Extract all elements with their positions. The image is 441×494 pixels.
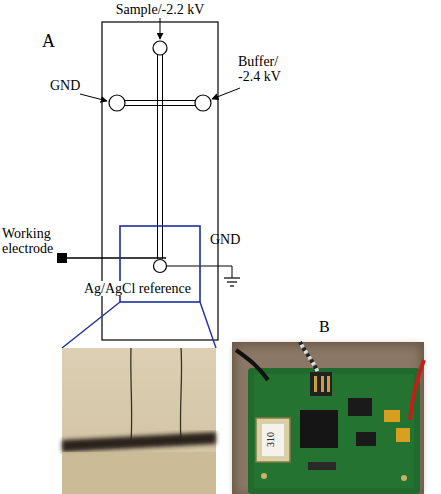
ground-symbol: [227, 281, 237, 282]
reservoir: [153, 41, 167, 55]
electrode-terminal: [57, 253, 67, 263]
voltage-label: Buffer/ -2.4 kV: [238, 54, 296, 85]
voltage-label: Sample/-2.2 kV: [100, 2, 220, 17]
pointer-arrow: [212, 88, 240, 99]
electrode-wire: [67, 257, 166, 258]
ground-symbol: [224, 277, 240, 278]
channel: [125, 105, 195, 106]
channel: [162, 55, 163, 259]
electrode-label: Working electrode: [2, 226, 62, 257]
reservoir: [109, 95, 125, 111]
zoom-line: [200, 302, 216, 348]
ground-label: GND: [210, 232, 240, 247]
zoom-line: [62, 302, 120, 348]
channel: [157, 55, 158, 259]
electrode-label: Ag/AgCl reference: [83, 281, 192, 296]
pointer-arrow: [80, 94, 107, 101]
micrograph: [62, 348, 216, 494]
channel: [125, 100, 195, 101]
ground-label: GND: [50, 78, 80, 93]
panel-letter: A: [42, 32, 55, 52]
reservoir: [195, 95, 211, 111]
ground-symbol: [230, 285, 234, 286]
component-marking: 310: [265, 431, 276, 448]
reservoir: [154, 260, 167, 273]
circuit-board-photo: [232, 342, 424, 494]
panel-letter: B: [319, 318, 330, 336]
pointer-arrow: [160, 18, 161, 39]
